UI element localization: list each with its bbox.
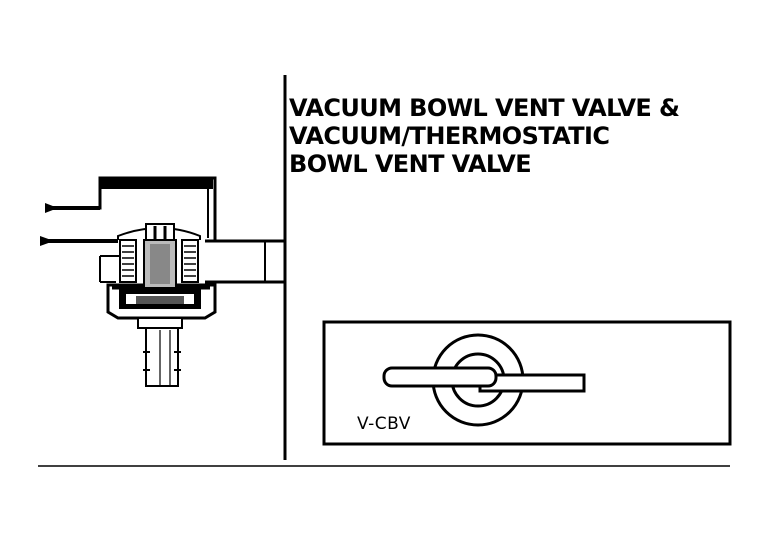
title-line-3: BOWL VENT VALVE: [289, 150, 532, 178]
title-line-1: VACUUM BOWL VENT VALVE &: [289, 94, 680, 122]
title-line-2: VACUUM/THERMOSTATIC: [289, 122, 610, 150]
symbol-frame: [322, 320, 732, 446]
symbol-left-bar: [382, 366, 498, 388]
upper-vent-pipe: [45, 176, 217, 240]
valve-body: [106, 283, 217, 320]
spring-housing: [117, 223, 201, 283]
symbol-label: V-CBV: [357, 414, 411, 434]
vacuum-nipple: [137, 317, 183, 387]
vcbv-symbol: [322, 320, 732, 446]
valve-cross-section: [40, 176, 285, 387]
lower-pipe: [40, 236, 285, 284]
valve-stem: [143, 226, 177, 289]
